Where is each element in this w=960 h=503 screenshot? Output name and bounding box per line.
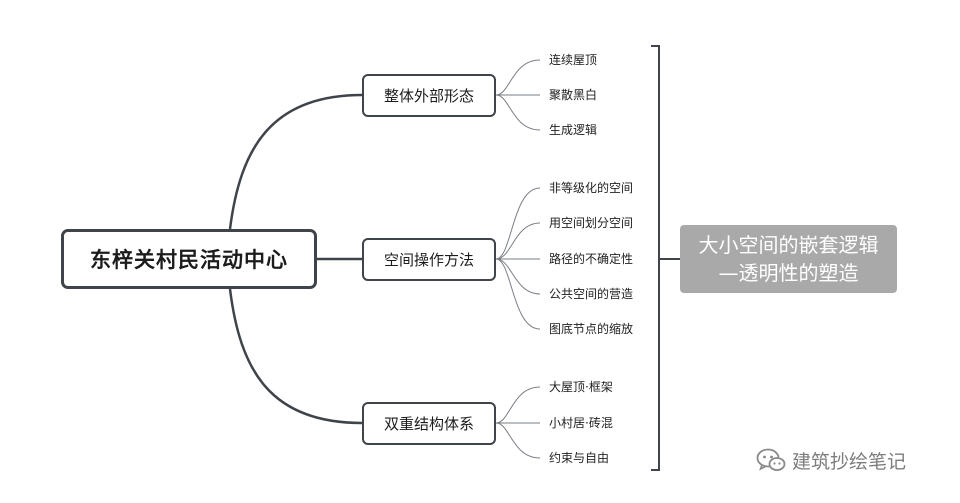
leaf-topic: 路径的不确定性: [549, 252, 634, 266]
leaf-topic: 用空间划分空间: [549, 216, 634, 230]
branch-2-leaf-4: [495, 258, 541, 295]
leaf-topic: 非等级化的空间: [549, 181, 634, 195]
leaf-topic: 大屋顶·框架: [549, 380, 613, 394]
branch-topic-exterior-form: 整体外部形态: [362, 74, 496, 117]
watermark-text: 建筑抄绘笔记: [792, 450, 907, 473]
root-to-branch-3: [228, 288, 363, 425]
branch-2-leaf-1: [495, 187, 541, 260]
leaf-topic: 图底节点的缩放: [549, 322, 634, 336]
branch-3-leaf-1: [495, 386, 541, 424]
branch-2-leaf-2: [495, 222, 541, 260]
summary-bracket: [651, 45, 680, 471]
root-topic: 东梓关村民活动中心: [61, 229, 317, 289]
branch-3-leaf-3: [495, 422, 541, 459]
branch-topic-dual-structure: 双重结构体系: [362, 402, 496, 445]
summary-line-2: —透明性的塑造: [718, 261, 859, 285]
leaf-topic: 聚散黑白: [549, 88, 598, 102]
leaf-topic: 连续屋顶: [549, 53, 598, 67]
leaf-topic: 生成逻辑: [549, 123, 598, 137]
wechat-icon: [756, 447, 786, 473]
branch-topic-space-operation: 空间操作方法: [362, 238, 496, 281]
summary-line-1: 大小空间的嵌套逻辑: [698, 233, 879, 257]
branch-1-leaf-3: [495, 94, 541, 131]
root-to-branch-1: [228, 93, 363, 230]
leaf-topic: 约束与自由: [549, 451, 610, 465]
leaf-topic: 公共空间的营造: [549, 287, 634, 301]
branch-2-leaf-5: [495, 258, 541, 330]
leaf-topic: 小村居·砖混: [549, 416, 613, 430]
summary-box: 大小空间的嵌套逻辑 —透明性的塑造: [680, 225, 897, 293]
branch-1-leaf-1: [495, 59, 541, 96]
watermark: 建筑抄绘笔记: [756, 444, 906, 476]
